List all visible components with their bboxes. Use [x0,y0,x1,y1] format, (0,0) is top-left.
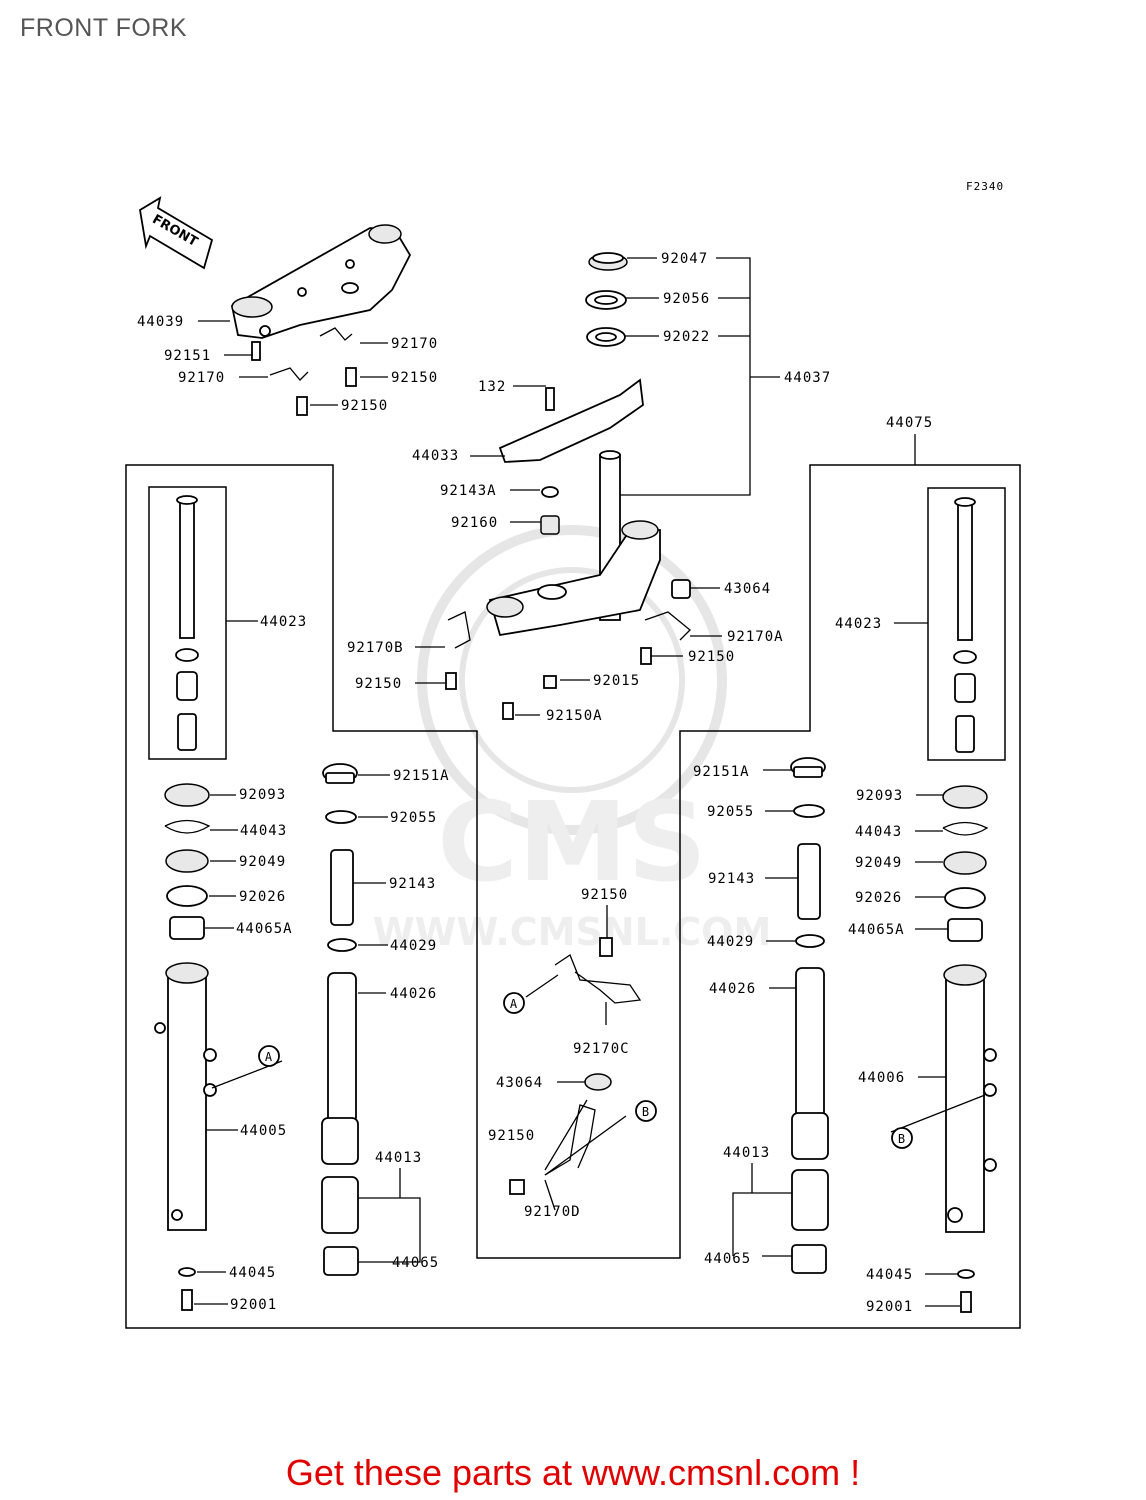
right-fork-parts [790,497,997,1313]
part-label: 44006 [858,1070,905,1086]
marker-a-left: A [265,1050,273,1064]
part-label: 44029 [707,934,754,950]
marker-a-center: A [510,997,518,1011]
part-label: 92170B [347,640,404,656]
part-label: 92170 [391,336,438,352]
part-label: 44037 [784,370,831,386]
part-label: 92170A [727,629,784,645]
upper-triple-clamp [230,224,412,339]
left-assembly-box [125,464,1021,1329]
part-label: 92150 [581,887,628,903]
left-fork-parts [154,495,359,1311]
part-label: 44065 [392,1255,439,1271]
brake-hose-brackets [509,937,642,1195]
part-label: 92001 [230,1297,277,1313]
part-label: 44043 [855,824,902,840]
front-arrow: FRONT [139,196,214,270]
part-label: 44023 [260,614,307,630]
part-label: 92056 [663,291,710,307]
part-label: 92151A [393,768,450,784]
watermark-brand: CMS [437,778,706,906]
part-label: 92170 [178,370,225,386]
part-label: 92049 [855,855,902,871]
part-label: 92049 [239,854,286,870]
part-label: 44013 [375,1150,422,1166]
leader-lines [194,257,986,1307]
part-label: 43064 [724,581,771,597]
left-cartridge-box [148,486,227,760]
part-label: 92015 [593,673,640,689]
part-label: 44026 [709,981,756,997]
right-cartridge-box [927,487,1006,761]
part-label: 92170D [524,1204,581,1220]
part-label: 44075 [886,415,933,431]
part-label: 44033 [412,448,459,464]
clamp-bolts-and-clips [251,327,357,416]
part-label: 44045 [866,1267,913,1283]
part-label: 92150 [688,649,735,665]
part-label: 44023 [835,616,882,632]
part-label: 44065A [848,922,905,938]
part-label: 92150 [391,370,438,386]
part-label: 132 [478,379,506,395]
part-label: 92026 [855,890,902,906]
part-labels: 92047 92056 92022 44037 132 44033 92143A… [137,251,933,1315]
part-label: 44005 [240,1123,287,1139]
part-label: 44065A [236,921,293,937]
diagram-code: F2340 [966,180,1004,193]
steering-stem-parts [445,252,691,720]
promo-banner[interactable]: Get these parts at www.cmsnl.com ! [285,1452,861,1493]
part-label: 43064 [496,1075,543,1091]
part-label: 92093 [239,787,286,803]
marker-b-right: B [898,1132,906,1146]
part-label: 92022 [663,329,710,345]
part-label: 44065 [704,1251,751,1267]
part-label: 92026 [239,889,286,905]
part-label: 92150A [546,708,603,724]
marker-b-center: B [642,1105,650,1119]
part-label: 92143 [708,871,755,887]
part-label: 92055 [707,804,754,820]
part-label: 44026 [390,986,437,1002]
front-fork-exploded-diagram: CMS WWW.CMSNL.COM F2340 FRONT [125,180,1021,1329]
part-label: 92150 [355,676,402,692]
part-label: 44013 [723,1145,770,1161]
part-label: 92093 [856,788,903,804]
part-label: 92143A [440,483,497,499]
part-label: 92150 [341,398,388,414]
part-label: 44029 [390,938,437,954]
part-label: 92001 [866,1299,913,1315]
part-label: 92143 [389,876,436,892]
part-label: 44043 [240,823,287,839]
watermark: CMS WWW.CMSNL.COM [373,525,772,954]
part-label: 92047 [661,251,708,267]
part-label: 44039 [137,314,184,330]
part-label: 44045 [229,1265,276,1281]
part-label: 92150 [488,1128,535,1144]
part-label: 92160 [451,515,498,531]
part-label: 92151A [693,764,750,780]
watermark-url: WWW.CMSNL.COM [373,910,772,954]
part-label: 92170C [573,1041,630,1057]
part-label: 92055 [390,810,437,826]
page-title: FRONT FORK [20,14,188,42]
reference-markers: A A B B [258,992,913,1149]
part-label: 92151 [164,348,211,364]
